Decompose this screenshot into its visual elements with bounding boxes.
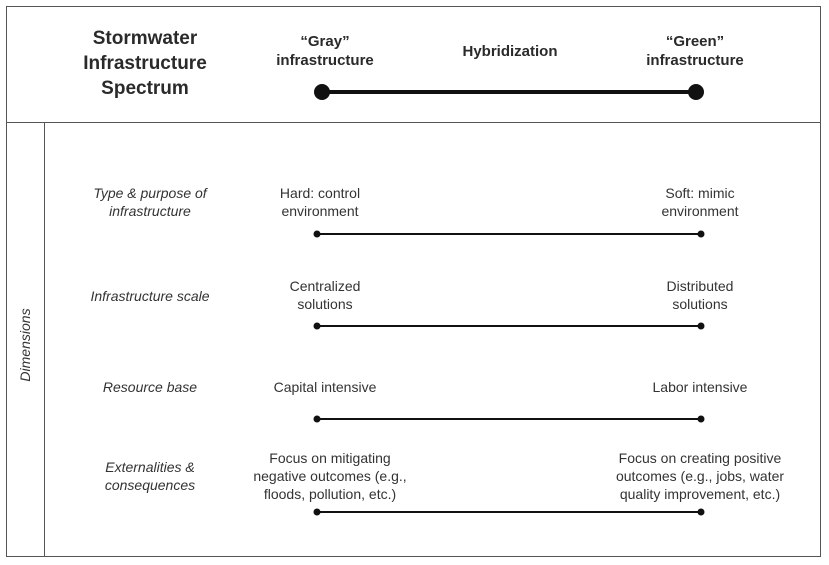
end-label-line: Focus on mitigating xyxy=(269,450,391,466)
gray-endpoint xyxy=(314,84,330,100)
end-label-line: Labor intensive xyxy=(652,379,748,395)
spectrum-endpoint xyxy=(697,322,705,330)
green-end-label-type-purpose: Soft: mimic environment xyxy=(620,184,780,220)
title-line: Infrastructure xyxy=(83,53,207,74)
green-label-line: “Green” xyxy=(665,33,725,50)
dimension-label-scale: Infrastructure scale xyxy=(62,287,238,305)
diagram-title: Stormwater Infrastructure Spectrum xyxy=(70,26,220,101)
spectrum-type-purpose xyxy=(313,230,705,238)
dimension-label-resource-base: Resource base xyxy=(62,378,238,396)
green-label-line: infrastructure xyxy=(646,52,744,69)
end-label-line: Distributed xyxy=(666,278,734,294)
dimension-label-line: consequences xyxy=(104,477,196,493)
side-divider xyxy=(44,122,45,557)
end-label-line: Centralized xyxy=(289,278,361,294)
dimension-label-line: infrastructure xyxy=(109,203,191,219)
green-end-label-externalities: Focus on creating positive outcomes (e.g… xyxy=(590,449,810,503)
dimension-label-line: Type & purpose of xyxy=(93,185,207,201)
end-label-line: outcomes (e.g., jobs, water xyxy=(615,468,785,484)
gray-end-label-resource-base: Capital intensive xyxy=(240,378,410,396)
end-label-line: floods, pollution, etc.) xyxy=(263,486,397,502)
end-label-line: negative outcomes (e.g., xyxy=(253,468,407,484)
spectrum-endpoint xyxy=(697,508,705,516)
spectrum-scale xyxy=(313,322,705,330)
spectrum-endpoint xyxy=(697,415,705,423)
dimension-label-line: Infrastructure scale xyxy=(90,288,210,304)
title-line: Spectrum xyxy=(101,78,189,99)
green-endpoint xyxy=(688,84,704,100)
diagram-frame xyxy=(6,6,821,557)
title-line: Stormwater xyxy=(92,28,198,49)
spectrum-endpoint xyxy=(313,508,321,516)
gray-label-line: “Gray” xyxy=(300,33,350,50)
spectrum-endpoint xyxy=(313,415,321,423)
end-label-line: Hard: control xyxy=(279,185,361,201)
gray-end-label-scale: Centralized solutions xyxy=(245,277,405,313)
dimension-label-line: Resource base xyxy=(102,379,198,395)
gray-label-line: infrastructure xyxy=(276,52,374,69)
spectrum-endpoint xyxy=(313,230,321,238)
end-label-line: environment xyxy=(661,203,739,219)
dimension-label-type-purpose: Type & purpose of infrastructure xyxy=(62,184,238,220)
dimension-label-line: Externalities & xyxy=(105,459,195,475)
green-infrastructure-label: “Green” infrastructure xyxy=(620,32,770,70)
spectrum-endpoint xyxy=(697,230,705,238)
end-label-line: environment xyxy=(281,203,359,219)
end-label-line: Focus on creating positive xyxy=(618,450,782,466)
end-label-line: solutions xyxy=(297,296,353,312)
gray-end-label-type-purpose: Hard: control environment xyxy=(245,184,395,220)
end-label-line: quality improvement, etc.) xyxy=(619,486,781,502)
gray-end-label-externalities: Focus on mitigating negative outcomes (e… xyxy=(235,449,425,503)
end-label-line: solutions xyxy=(672,296,728,312)
gray-infrastructure-label: “Gray” infrastructure xyxy=(250,32,400,70)
spectrum-resource-base xyxy=(313,415,705,423)
spectrum-externalities xyxy=(313,508,705,516)
header-divider xyxy=(6,122,821,123)
spectrum-endpoint xyxy=(313,322,321,330)
end-label-line: Soft: mimic xyxy=(665,185,735,201)
green-end-label-scale: Distributed solutions xyxy=(620,277,780,313)
end-label-line: Capital intensive xyxy=(273,379,377,395)
green-end-label-resource-base: Labor intensive xyxy=(615,378,785,396)
dimension-label-externalities: Externalities & consequences xyxy=(62,458,238,494)
header-spectrum xyxy=(314,84,704,100)
hybridization-label: Hybridization xyxy=(462,43,558,60)
